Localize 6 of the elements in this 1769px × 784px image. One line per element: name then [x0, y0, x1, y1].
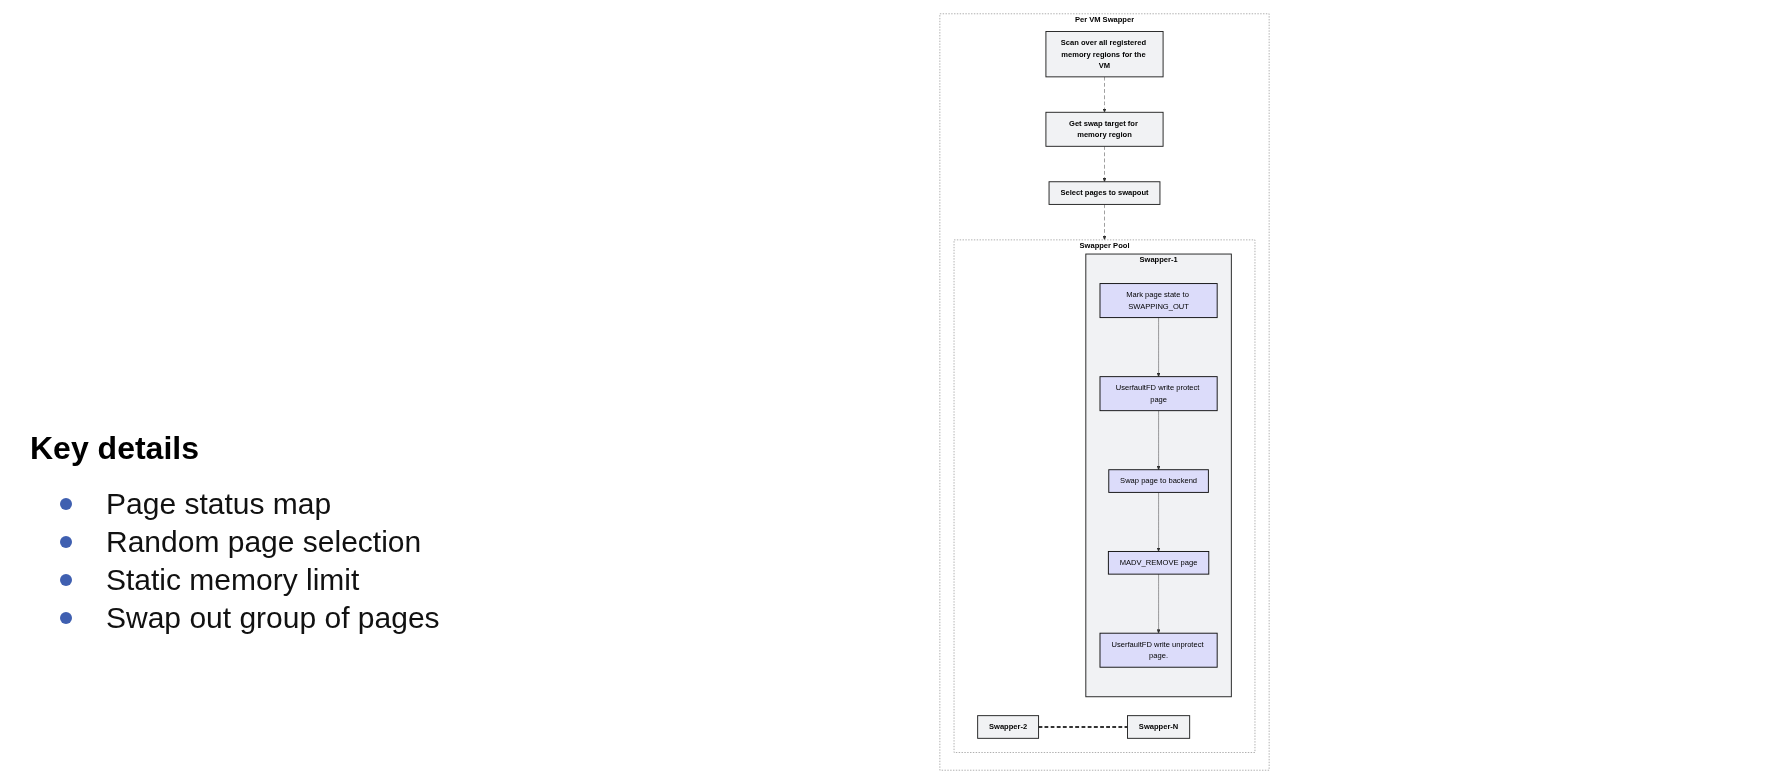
connector — [1037, 726, 1129, 728]
heading: Key details — [30, 430, 199, 467]
list-item: Static memory limit — [106, 563, 360, 597]
list-item: Swap out group of pages — [106, 601, 440, 635]
list-item: Random page selection — [106, 525, 422, 559]
list-item: Page status map — [106, 487, 332, 521]
